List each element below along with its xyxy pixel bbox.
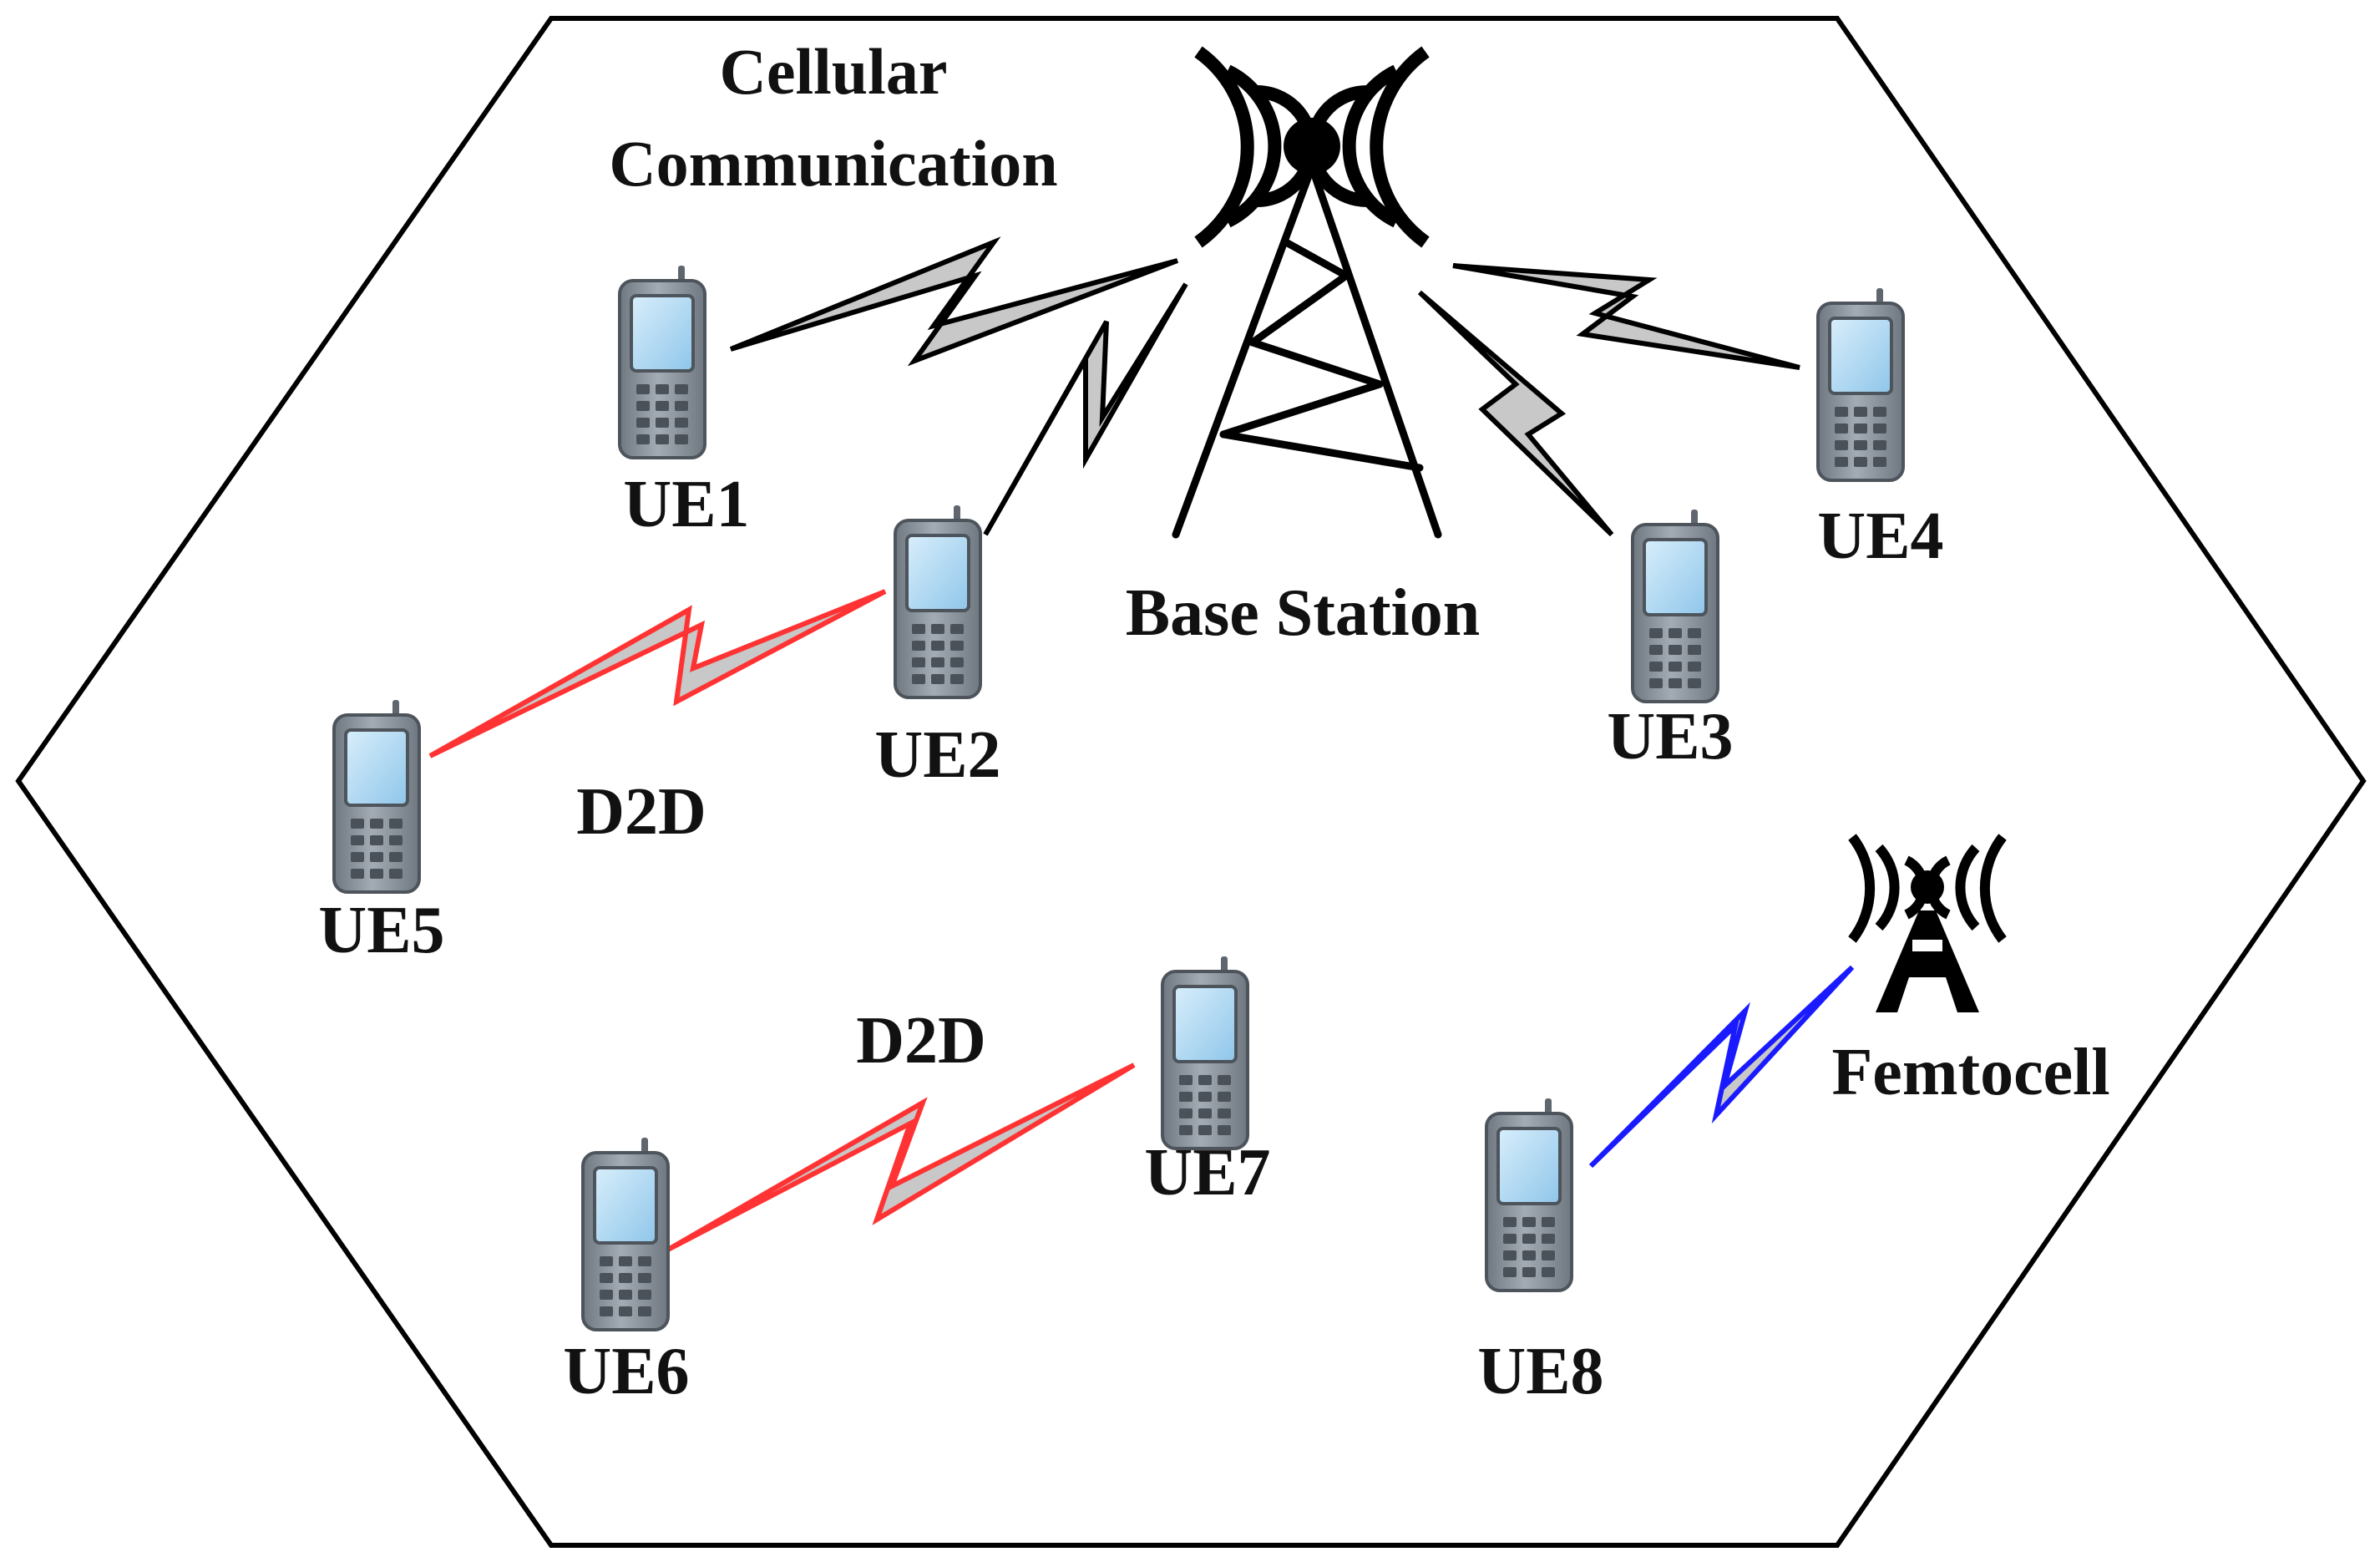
d2d-link-ue5-ue2 (428, 589, 887, 758)
femtocell-label: Femtocell (1831, 1036, 2109, 1109)
cellular-link-ue3 (1417, 290, 1614, 537)
d2d-label-top: D2D (576, 775, 706, 849)
ue5-label: UE5 (318, 894, 444, 967)
cellular-link-ue1 (729, 236, 1179, 367)
ue5-mobile-phone-icon (332, 698, 421, 894)
d2d-label-bottom: D2D (856, 1004, 986, 1078)
ue8-mobile-phone-icon (1485, 1097, 1573, 1292)
ue1-mobile-phone-icon (618, 264, 706, 459)
ue7-label: UE7 (1144, 1136, 1270, 1210)
base-station-label: Base Station (1126, 576, 1481, 650)
small-antenna-icon (1848, 834, 2007, 1012)
ue2-label: UE2 (874, 718, 1000, 792)
femtocell-link-ue8 (1588, 965, 1855, 1169)
ue4-label: UE4 (1817, 500, 1943, 573)
ue2-mobile-phone-icon (894, 504, 982, 699)
ue6-label: UE6 (563, 1335, 689, 1408)
cell-tower-icon (1172, 46, 1442, 539)
ue8-label: UE8 (1477, 1335, 1603, 1408)
cellular-label-line2: Communication (609, 127, 1057, 200)
cellular-label-line1: Cellular (720, 35, 948, 108)
ue4-mobile-phone-icon (1816, 287, 1905, 482)
cellular-link-ue4 (1452, 263, 1800, 370)
cellular-link-ue2 (983, 282, 1188, 536)
d2d-link-ue6-ue7 (666, 1062, 1136, 1252)
cell-boundary-hexagon (15, 16, 2367, 1548)
ue3-mobile-phone-icon (1631, 508, 1719, 703)
ue7-mobile-phone-icon (1161, 955, 1249, 1150)
ue1-label: UE1 (623, 468, 749, 541)
ue3-label: UE3 (1607, 700, 1733, 773)
ue6-mobile-phone-icon (581, 1136, 670, 1331)
